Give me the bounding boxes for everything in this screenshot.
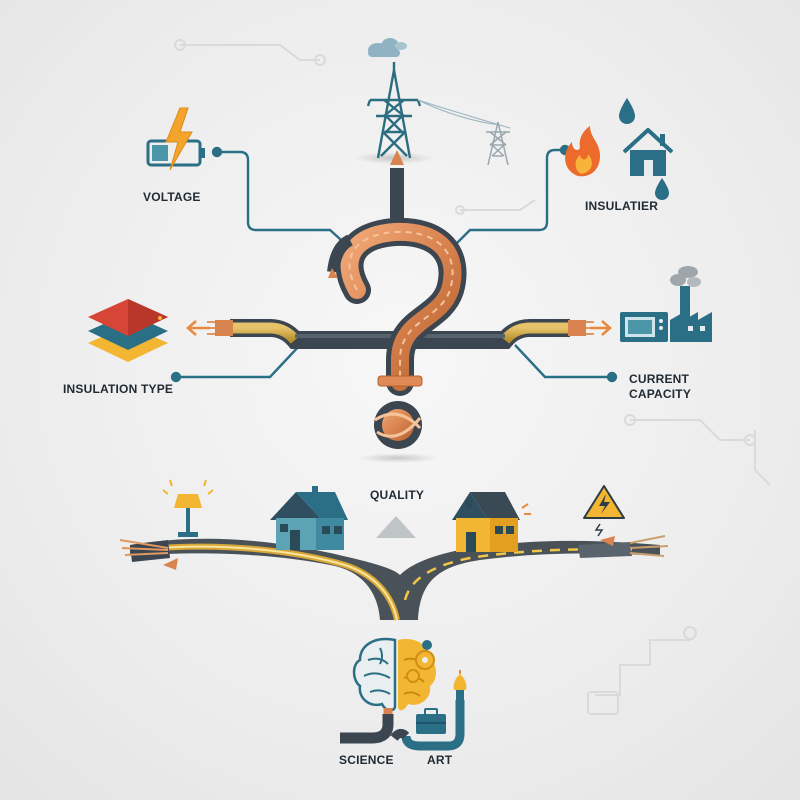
- water-drop-icon: [619, 98, 669, 200]
- road-cable-right-end: [578, 535, 669, 558]
- label-insulation-type: INSULATION TYPE: [63, 382, 174, 396]
- brain-icon: [352, 637, 436, 712]
- distant-power-tower-icon: [486, 121, 510, 166]
- house-icon: [622, 128, 674, 176]
- factory-icon: [670, 266, 712, 342]
- label-current-capacity: CURRENT CAPACITY: [629, 372, 709, 402]
- connector-lines: [170, 144, 618, 383]
- warning-triangle: [376, 516, 416, 538]
- fire-icon: [565, 126, 600, 177]
- arrow-left-icon: [186, 320, 210, 336]
- label-current-capacity-line1: CURRENT: [629, 372, 690, 386]
- question-mark-cable: [327, 150, 467, 463]
- label-science: SCIENCE: [339, 753, 394, 767]
- label-quality: QUALITY: [370, 488, 425, 502]
- lamp-icon: [162, 479, 214, 537]
- label-art: ART: [427, 753, 453, 767]
- battery-lightning-icon: [146, 107, 205, 171]
- background-circuit-traces: [174, 39, 771, 715]
- house-icon-right: [452, 492, 531, 552]
- power-tower-icon: [354, 62, 511, 164]
- warning-icon: [583, 485, 625, 537]
- road: [130, 538, 660, 621]
- paintbrush-icon: [453, 670, 467, 706]
- microwave-icon: [620, 312, 668, 342]
- cloud-icon: [368, 38, 407, 57]
- layers-icon: [88, 299, 168, 362]
- label-voltage: VOLTAGE: [143, 190, 201, 204]
- bottom-cable: [340, 700, 465, 751]
- arrow-right-icon: [590, 320, 612, 336]
- label-insulatier: INSULATIER: [585, 199, 659, 213]
- gear-icon: [406, 640, 435, 683]
- label-current-capacity-line2: CAPACITY: [629, 387, 692, 401]
- road-cable-left-end: [119, 539, 178, 570]
- house-icon-left: [270, 486, 348, 550]
- briefcase-icon: [416, 708, 446, 734]
